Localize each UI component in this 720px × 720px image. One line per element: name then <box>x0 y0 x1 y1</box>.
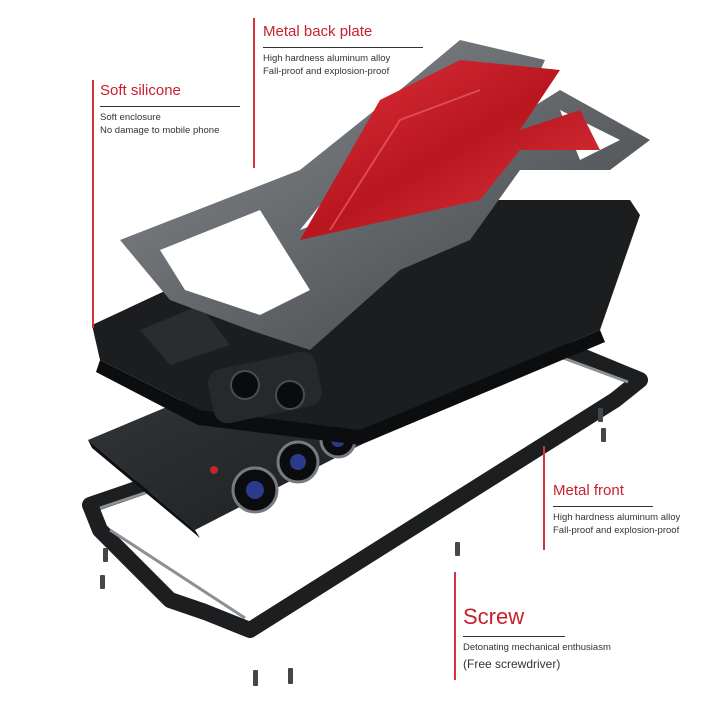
screw-icon <box>103 548 108 562</box>
silicone-leader <box>92 80 94 328</box>
screw-leader <box>454 572 456 680</box>
screw-icon <box>100 575 105 589</box>
callout-line: (Free screwdriver) <box>463 657 561 671</box>
callout-line: Soft enclosure <box>100 112 161 123</box>
callout-metal-back-plate: Metal back plate High hardness aluminum … <box>263 23 443 78</box>
metal-back-plate <box>120 40 650 350</box>
screws <box>100 408 606 686</box>
callout-line: High hardness aluminum alloy <box>553 512 681 523</box>
divider <box>263 47 423 48</box>
screw-icon <box>601 428 606 442</box>
callout-soft-silicone: Soft silicone Soft enclosure No damage t… <box>100 82 260 137</box>
divider <box>100 106 240 107</box>
callout-line: Detonating mechanical enthusiasm <box>463 642 611 653</box>
callout-metal-front: Metal front High hardness aluminum alloy… <box>553 482 718 537</box>
callout-line: Fall-proof and explosion-proof <box>553 525 680 536</box>
callout-title: Metal back plate <box>263 23 373 40</box>
front-leader <box>543 446 545 550</box>
callout-line: High hardness aluminum alloy <box>263 53 391 64</box>
callout-title: Metal front <box>553 482 624 499</box>
screw-icon <box>455 542 460 556</box>
screw-icon <box>253 670 258 686</box>
divider <box>553 506 653 507</box>
callout-line: Fall-proof and explosion-proof <box>263 66 390 77</box>
callout-line: No damage to mobile phone <box>100 125 220 136</box>
screw-icon <box>288 668 293 684</box>
divider <box>463 636 565 637</box>
callout-screw: Screw Detonating mechanical enthusiasm (… <box>463 604 663 672</box>
screw-icon <box>598 408 603 422</box>
back-plate-leader <box>253 18 255 168</box>
callout-title: Soft silicone <box>100 82 181 99</box>
callout-title: Screw <box>463 604 525 629</box>
soft-silicone-shell <box>92 200 640 445</box>
